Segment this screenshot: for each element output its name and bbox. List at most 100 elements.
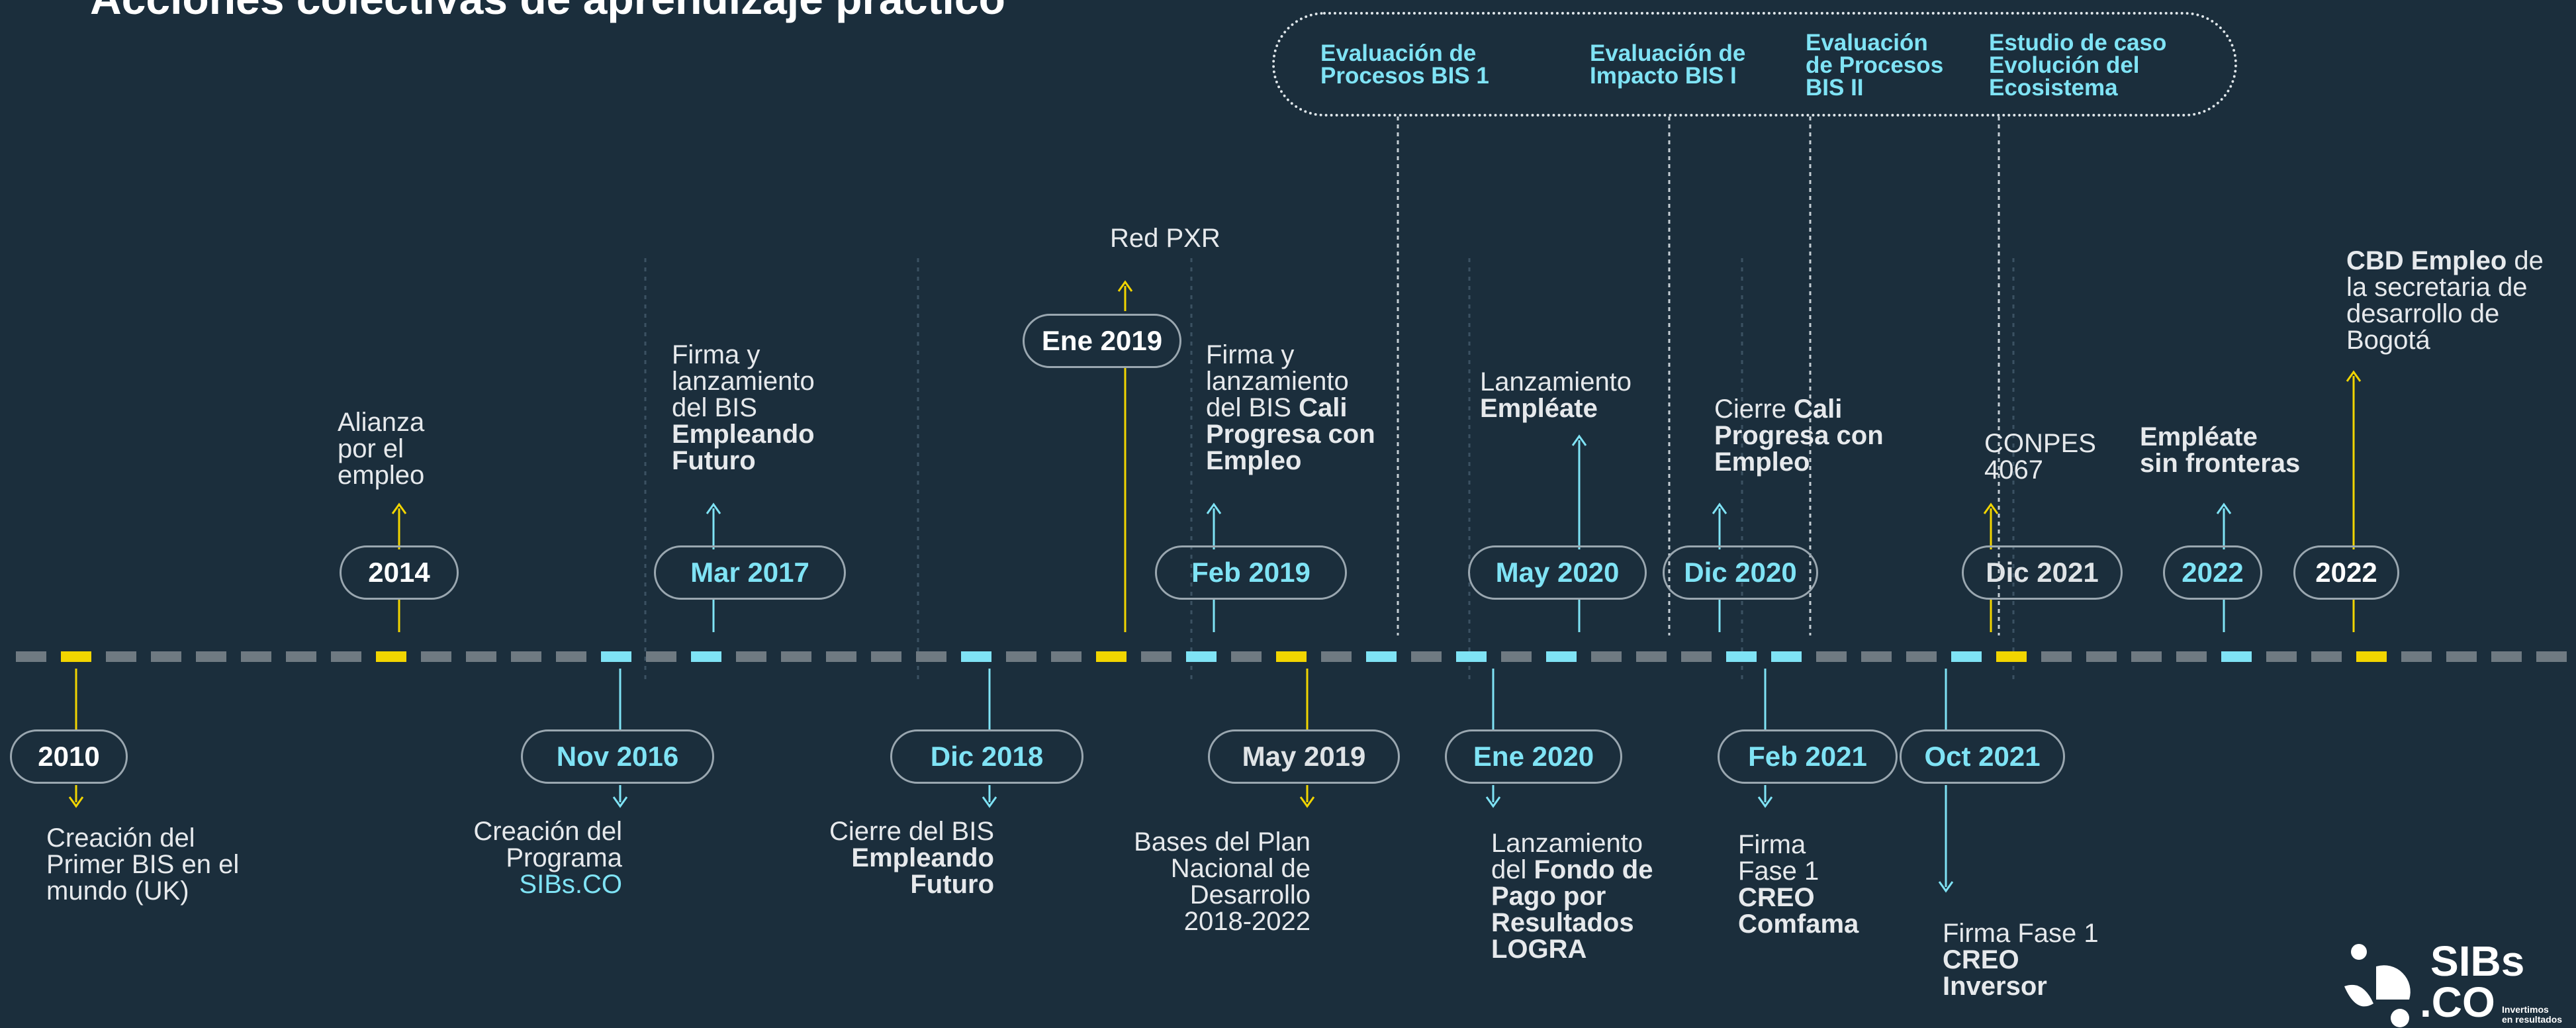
baseline-dash [1276, 651, 1307, 662]
baseline-dash [2491, 651, 2522, 662]
evaluation-label-estudio-caso: Estudio de caso Evolución del Ecosistema [1989, 30, 2167, 101]
date-pill-dic2018: Dic 2018 [890, 729, 1083, 784]
arrow-up-icon [1983, 502, 1999, 514]
baseline-dash [421, 651, 451, 662]
baseline-dash [241, 651, 271, 662]
baseline-dash [1231, 651, 1262, 662]
evaluation-label-procesos-bis2: Evaluación de Procesos BIS II [1806, 30, 1944, 101]
date-pill-may2020: May 2020 [1468, 545, 1647, 600]
baseline-dash [2041, 651, 2072, 662]
baseline-dash [2536, 651, 2567, 662]
arrow-down-icon [1299, 796, 1315, 808]
baseline-dash [1096, 651, 1127, 662]
date-pill-dic2021: Dic 2021 [1962, 545, 2123, 600]
baseline-dash [871, 651, 901, 662]
baseline-dash [466, 651, 496, 662]
evaluations-box [1272, 12, 2237, 117]
date-pill-ene2020: Ene 2020 [1445, 729, 1622, 784]
baseline-dash [1411, 651, 1442, 662]
baseline-dash [1546, 651, 1577, 662]
arrow-up-icon [1117, 280, 1133, 292]
baseline-dash [1951, 651, 1982, 662]
date-pill-oct2021: Oct 2021 [1900, 729, 2065, 784]
baseline-dash [1321, 651, 1352, 662]
date-pill-2014: 2014 [340, 545, 459, 600]
baseline-dash [781, 651, 811, 662]
arrow-down-icon [1757, 796, 1773, 808]
baseline-dash [2356, 651, 2387, 662]
arrow-up-icon [2216, 502, 2232, 514]
baseline-dash [1141, 651, 1172, 662]
baseline-dash [1816, 651, 1847, 662]
baseline-dash [196, 651, 226, 662]
baseline-dash [286, 651, 316, 662]
logo-text-co: .CO [2420, 978, 2495, 1026]
evaluation-label-procesos-bis1: Evaluación de Procesos BIS 1 [1320, 40, 1489, 89]
arrow-up-icon [1571, 434, 1587, 446]
evaluation-label-impacto-bis1: Evaluación de Impacto BIS I [1590, 40, 1746, 89]
baseline-dash [556, 651, 586, 662]
arrow-up-icon [391, 502, 407, 514]
date-pill-mar2017: Mar 2017 [654, 545, 846, 600]
baseline-dash [1906, 651, 1937, 662]
baseline-dash [736, 651, 766, 662]
date-pill-dic2020: Dic 2020 [1663, 545, 1818, 600]
baseline-dash [1996, 651, 2027, 662]
baseline-dash [2401, 651, 2432, 662]
arrow-down-icon [1485, 796, 1501, 808]
baseline-dash [1051, 651, 1081, 662]
arrow-down-icon [68, 796, 84, 808]
event-text-ene2019: Red PXR [1110, 224, 1220, 253]
baseline-dash [961, 651, 991, 662]
arrow-up-icon [706, 502, 721, 514]
baseline-dash [331, 651, 361, 662]
baseline-dash [1636, 651, 1667, 662]
baseline-dash [1681, 651, 1712, 662]
date-pill-may2019: May 2019 [1208, 729, 1400, 784]
arrow-up-icon [1712, 502, 1727, 514]
baseline-dash [601, 651, 631, 662]
baseline-dash [2086, 651, 2117, 662]
arrow-up-icon [2346, 370, 2362, 382]
baseline-dash [646, 651, 676, 662]
date-pill-2022a: 2022 [2163, 545, 2262, 600]
baseline-dash [511, 651, 541, 662]
arrow-down-icon [612, 796, 628, 808]
baseline-dash [1861, 651, 1892, 662]
baseline-dash [916, 651, 946, 662]
page-title: Acciones colectivas de aprendizaje práct… [90, 0, 1005, 24]
baseline-dash [1456, 651, 1487, 662]
baseline-dash [2266, 651, 2297, 662]
baseline-dash [106, 651, 136, 662]
baseline-dash [61, 651, 91, 662]
baseline-dash [1006, 651, 1036, 662]
logo-text-sibs: SIBs [2430, 937, 2525, 985]
date-pill-2010: 2010 [10, 729, 128, 784]
baseline-dash [151, 651, 181, 662]
baseline-dash [2446, 651, 2477, 662]
baseline-dash [1591, 651, 1622, 662]
arrow-up-icon [1206, 502, 1222, 514]
baseline-dash [2131, 651, 2162, 662]
baseline-dash [691, 651, 721, 662]
baseline-dash [16, 651, 46, 662]
baseline-dash [2176, 651, 2207, 662]
